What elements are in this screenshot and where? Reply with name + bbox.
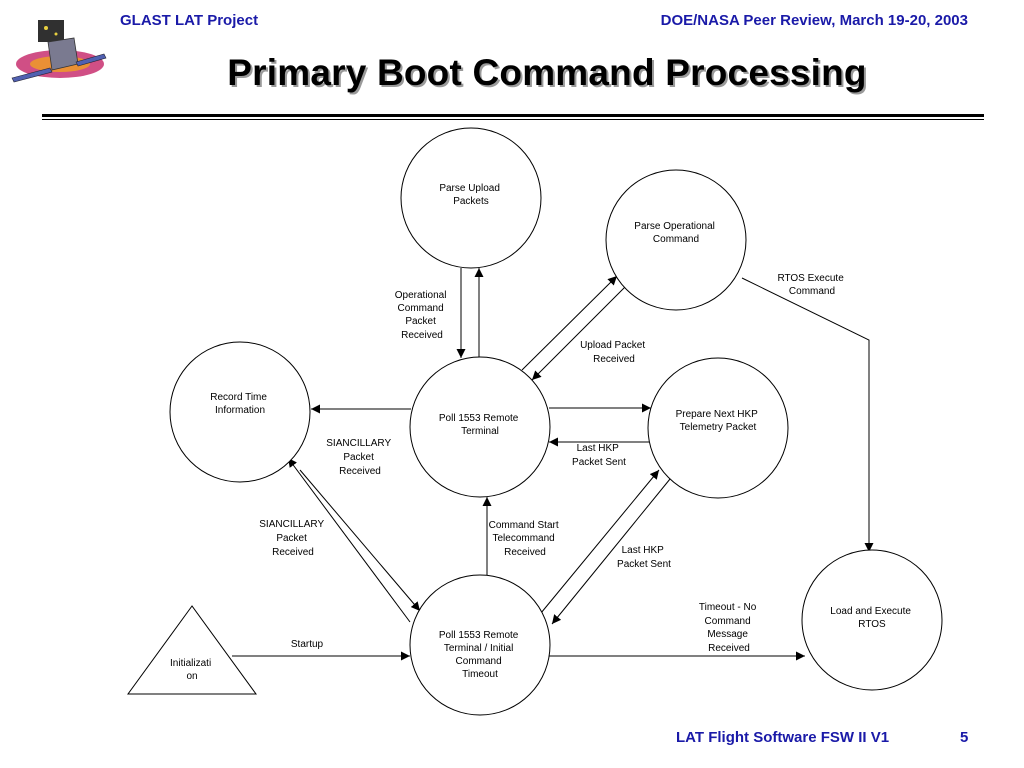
node-poll-remote: Poll 1553 Remote Terminal	[409, 356, 551, 498]
label-line: Received	[708, 643, 750, 654]
node-record-time-line: Information	[215, 405, 265, 416]
label-line: Command	[705, 616, 751, 627]
node-poll-initial-text: Poll 1553 Remote Terminal / Initial Comm…	[439, 630, 521, 680]
node-parse-upload-text: Parse Upload Packets	[439, 183, 502, 207]
node-load-rtos-shape	[801, 549, 943, 691]
label-command-start: Command Start Telecommand Received	[489, 520, 562, 558]
edges	[232, 268, 874, 661]
node-load-rtos-text: Load and Execute RTOS	[830, 606, 913, 630]
label-line: Command Start	[489, 520, 559, 531]
node-poll-initial-shape	[409, 574, 551, 716]
label-line: Command	[398, 303, 444, 314]
label-line: Packet	[405, 316, 436, 327]
edge-recordtime-to-initial	[299, 469, 421, 612]
label-line: Received	[339, 466, 381, 477]
footer-document: LAT Flight Software FSW II V1	[676, 729, 890, 746]
node-poll-initial-line: Command	[456, 656, 502, 667]
label-line: Last HKP	[622, 545, 665, 556]
node-prepare-hkp-text: Prepare Next HKP Telemetry Packet	[676, 409, 761, 433]
glast-satellite-logo-icon	[11, 20, 107, 83]
node-initialization: Initializati on	[127, 605, 257, 695]
label-line: Received	[272, 547, 314, 558]
edge-initial-to-recordtime	[287, 457, 411, 623]
page-number: 5	[960, 729, 969, 746]
edge-initial-to-hkp	[540, 469, 660, 614]
node-record-time-text: Record Time Information	[210, 392, 269, 416]
node-record-time-line: Record Time	[210, 392, 267, 403]
node-load-rtos: Load and Execute RTOS	[801, 549, 943, 691]
edge-operational-to-rtos	[741, 277, 874, 552]
label-last-hkp-lower: Last HKP Packet Sent	[617, 545, 671, 570]
node-poll-remote-shape	[409, 356, 551, 498]
node-record-time: Record Time Information	[169, 341, 311, 483]
node-initialization-line: Initializati	[170, 658, 211, 669]
slide-title: Primary Boot Command Processing	[227, 52, 867, 93]
node-poll-initial-line: Timeout	[462, 669, 498, 680]
node-parse-operational-text: Parse Operational Command	[634, 221, 717, 245]
label-siancillary-upper: SIANCILLARY Packet Received	[326, 438, 393, 477]
node-load-rtos-line: RTOS	[858, 619, 886, 630]
label-upload-packet: Upload Packet Received	[580, 340, 648, 365]
node-parse-upload-line: Parse Upload	[439, 183, 500, 194]
node-prepare-hkp-line: Telemetry Packet	[680, 422, 757, 433]
node-load-rtos-line: Load and Execute	[830, 606, 911, 617]
label-siancillary-lower: SIANCILLARY Packet Received	[259, 519, 326, 558]
node-parse-operational-shape	[605, 169, 747, 311]
label-line: Timeout - No	[699, 602, 757, 613]
node-poll-remote-text: Poll 1553 Remote Terminal	[439, 413, 521, 437]
label-line: Packet Sent	[572, 457, 626, 468]
label-line: Received	[401, 330, 443, 341]
node-parse-operational-line: Command	[653, 234, 699, 245]
label-line: Received	[593, 354, 635, 365]
node-parse-upload-shape	[400, 127, 542, 269]
label-operational-packet: Operational Command Packet Received	[395, 290, 449, 341]
node-record-time-shape	[169, 341, 311, 483]
node-poll-remote-line: Poll 1553 Remote	[439, 413, 519, 424]
label-line: Telecommand	[492, 533, 554, 544]
label-line: SIANCILLARY	[326, 438, 391, 449]
node-parse-operational-line: Parse Operational	[634, 221, 715, 232]
edge-poll-to-operational	[521, 275, 618, 371]
label-line: Received	[504, 547, 546, 558]
label-line: Command	[789, 286, 835, 297]
node-parse-operational: Parse Operational Command	[605, 169, 747, 311]
label-line: Packet Sent	[617, 559, 671, 570]
label-line: Message	[707, 629, 748, 640]
node-initialization-shape	[127, 605, 257, 695]
label-startup: Startup	[291, 639, 324, 650]
label-timeout: Timeout - No Command Message Received	[699, 602, 759, 654]
label-line: Upload Packet	[580, 340, 645, 351]
node-poll-initial: Poll 1553 Remote Terminal / Initial Comm…	[409, 574, 551, 716]
label-line: RTOS Execute	[777, 273, 844, 284]
title-rule-thin	[42, 119, 984, 120]
label-last-hkp-upper: Last HKP Packet Sent	[572, 443, 626, 468]
node-prepare-hkp: Prepare Next HKP Telemetry Packet	[647, 357, 789, 499]
label-line: Packet	[343, 452, 374, 463]
node-prepare-hkp-shape	[647, 357, 789, 499]
header-project: GLAST LAT Project	[120, 12, 259, 29]
node-poll-remote-line: Terminal	[461, 426, 499, 437]
node-parse-upload: Parse Upload Packets	[400, 127, 542, 269]
edge-operational-to-poll	[531, 286, 626, 381]
node-initialization-text: Initializati on	[170, 658, 214, 682]
edge-hkp-to-initial	[551, 478, 671, 625]
label-line: Operational	[395, 290, 447, 301]
label-line: Startup	[291, 639, 324, 650]
label-line: SIANCILLARY	[259, 519, 324, 530]
label-rtos-execute: RTOS Execute Command	[777, 273, 846, 297]
node-poll-initial-line: Poll 1553 Remote	[439, 630, 519, 641]
node-prepare-hkp-line: Prepare Next HKP	[676, 409, 759, 420]
node-parse-upload-line: Packets	[453, 196, 489, 207]
node-poll-initial-line: Terminal / Initial	[444, 643, 513, 654]
label-line: Last HKP	[577, 443, 620, 454]
node-initialization-line: on	[186, 671, 197, 682]
label-line: Packet	[276, 533, 307, 544]
header-review: DOE/NASA Peer Review, March 19-20, 2003	[660, 12, 968, 29]
title-rule	[42, 114, 984, 117]
